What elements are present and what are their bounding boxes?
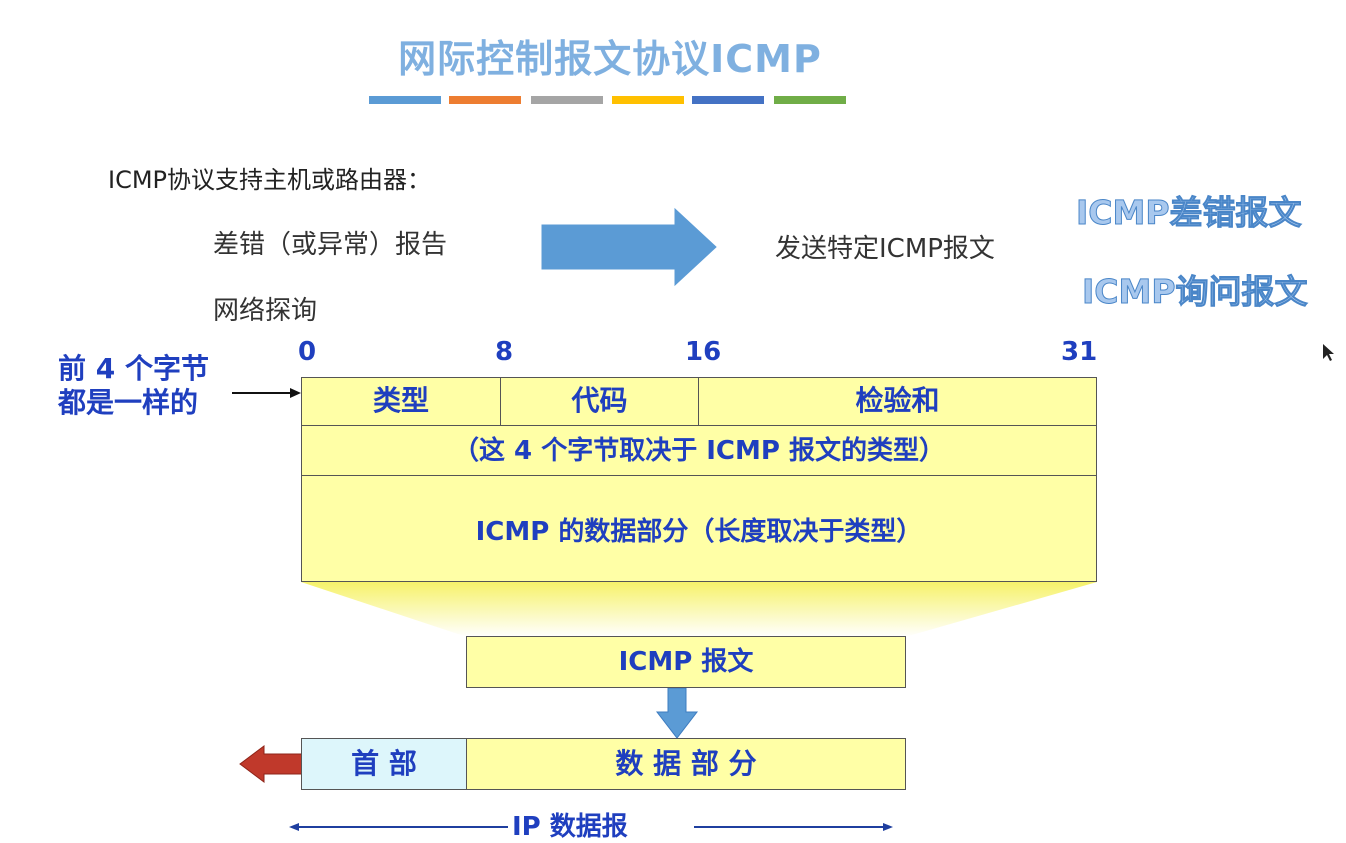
- side-note-line-2: 都是一样的: [58, 386, 199, 419]
- row-divider-2: [302, 475, 1096, 476]
- title-underline-2: [449, 96, 521, 104]
- title-underline-1: [369, 96, 441, 104]
- bit-16-label: 16: [685, 337, 722, 367]
- cursor-icon: [1323, 344, 1334, 361]
- title-underline-6: [774, 96, 846, 104]
- intro-text: ICMP协议支持主机或路由器：: [108, 166, 432, 194]
- pointer-arrow-icon: [232, 388, 301, 398]
- send-icmp-text: 发送特定ICMP报文: [775, 234, 995, 264]
- ip-datagram-span-line: [289, 823, 893, 831]
- icmp-query-message-label: ICMP询问报文: [1082, 272, 1309, 312]
- icmp-message-box: ICMP 报文: [466, 636, 906, 688]
- icmp-error-message-label: ICMP差错报文: [1076, 193, 1303, 233]
- bit-8-label: 8: [495, 337, 514, 367]
- side-note: 前 4 个字节 都是一样的: [58, 352, 209, 420]
- down-arrow-icon: [655, 688, 699, 739]
- funnel-shape: [301, 582, 1097, 637]
- ip-data-box: 数 据 部 分: [466, 738, 906, 790]
- error-report-item: 差错（或异常）报告: [213, 230, 448, 260]
- icmp-format-box: 类型 代码 检验和 （这 4 个字节取决于 ICMP 报文的类型） ICMP 的…: [301, 377, 1097, 582]
- ip-datagram-label: IP 数据报: [512, 812, 628, 842]
- data-part-row: ICMP 的数据部分（长度取决于类型）: [475, 517, 923, 547]
- side-note-line-1: 前 4 个字节: [58, 352, 209, 385]
- ip-header-label: 首 部: [351, 747, 417, 780]
- bit-0-label: 0: [298, 337, 317, 367]
- title-underline-4: [612, 96, 684, 104]
- field-type: 类型: [302, 378, 501, 425]
- ip-header-box: 首 部: [301, 738, 467, 790]
- network-probe-item: 网络探询: [213, 296, 318, 326]
- ip-data-label: 数 据 部 分: [615, 747, 757, 780]
- row-divider-1: [302, 425, 1096, 426]
- title-underline-5: [692, 96, 764, 104]
- right-arrow-icon: [541, 207, 717, 287]
- left-arrow-icon: [239, 745, 303, 783]
- field-checksum: 检验和: [855, 384, 940, 417]
- title-underline-3: [531, 96, 603, 104]
- type-dependent-row: （这 4 个字节取决于 ICMP 报文的类型）: [453, 436, 945, 466]
- icmp-message-label: ICMP 报文: [618, 647, 754, 677]
- page-title: 网际控制报文协议ICMP: [398, 37, 822, 81]
- bit-31-label: 31: [1061, 337, 1098, 367]
- field-code: 代码: [501, 378, 699, 425]
